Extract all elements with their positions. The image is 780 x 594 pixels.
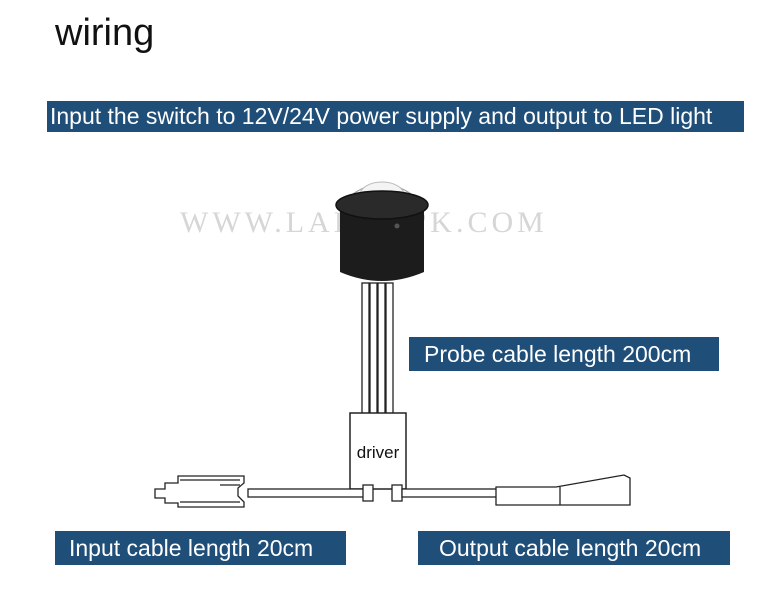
probe-wires: [361, 282, 394, 417]
probe-cable-banner: Probe cable length 200cm: [409, 337, 719, 371]
output-cable-label: Output cable length 20cm: [439, 534, 702, 561]
intro-banner: Input the switch to 12V/24V power supply…: [47, 101, 744, 132]
sensor-body: [340, 210, 424, 281]
intro-banner-text: Input the switch to 12V/24V power supply…: [50, 103, 713, 129]
driver-box: driver: [349, 412, 407, 490]
page-title: wiring: [55, 12, 155, 54]
input-cable: [154, 475, 374, 508]
input-cable-banner: Input cable length 20cm: [55, 531, 346, 565]
input-cable-label: Input cable length 20cm: [69, 534, 314, 561]
output-cable: [391, 474, 631, 506]
output-cable-banner: Output cable length 20cm: [418, 531, 730, 565]
sensor-rim: [335, 190, 429, 220]
output-connector: [495, 474, 631, 506]
probe-cable-label: Probe cable length 200cm: [424, 340, 692, 367]
driver-label: driver: [357, 443, 400, 462]
input-connector: [154, 475, 245, 508]
pir-sensor: [335, 181, 429, 281]
